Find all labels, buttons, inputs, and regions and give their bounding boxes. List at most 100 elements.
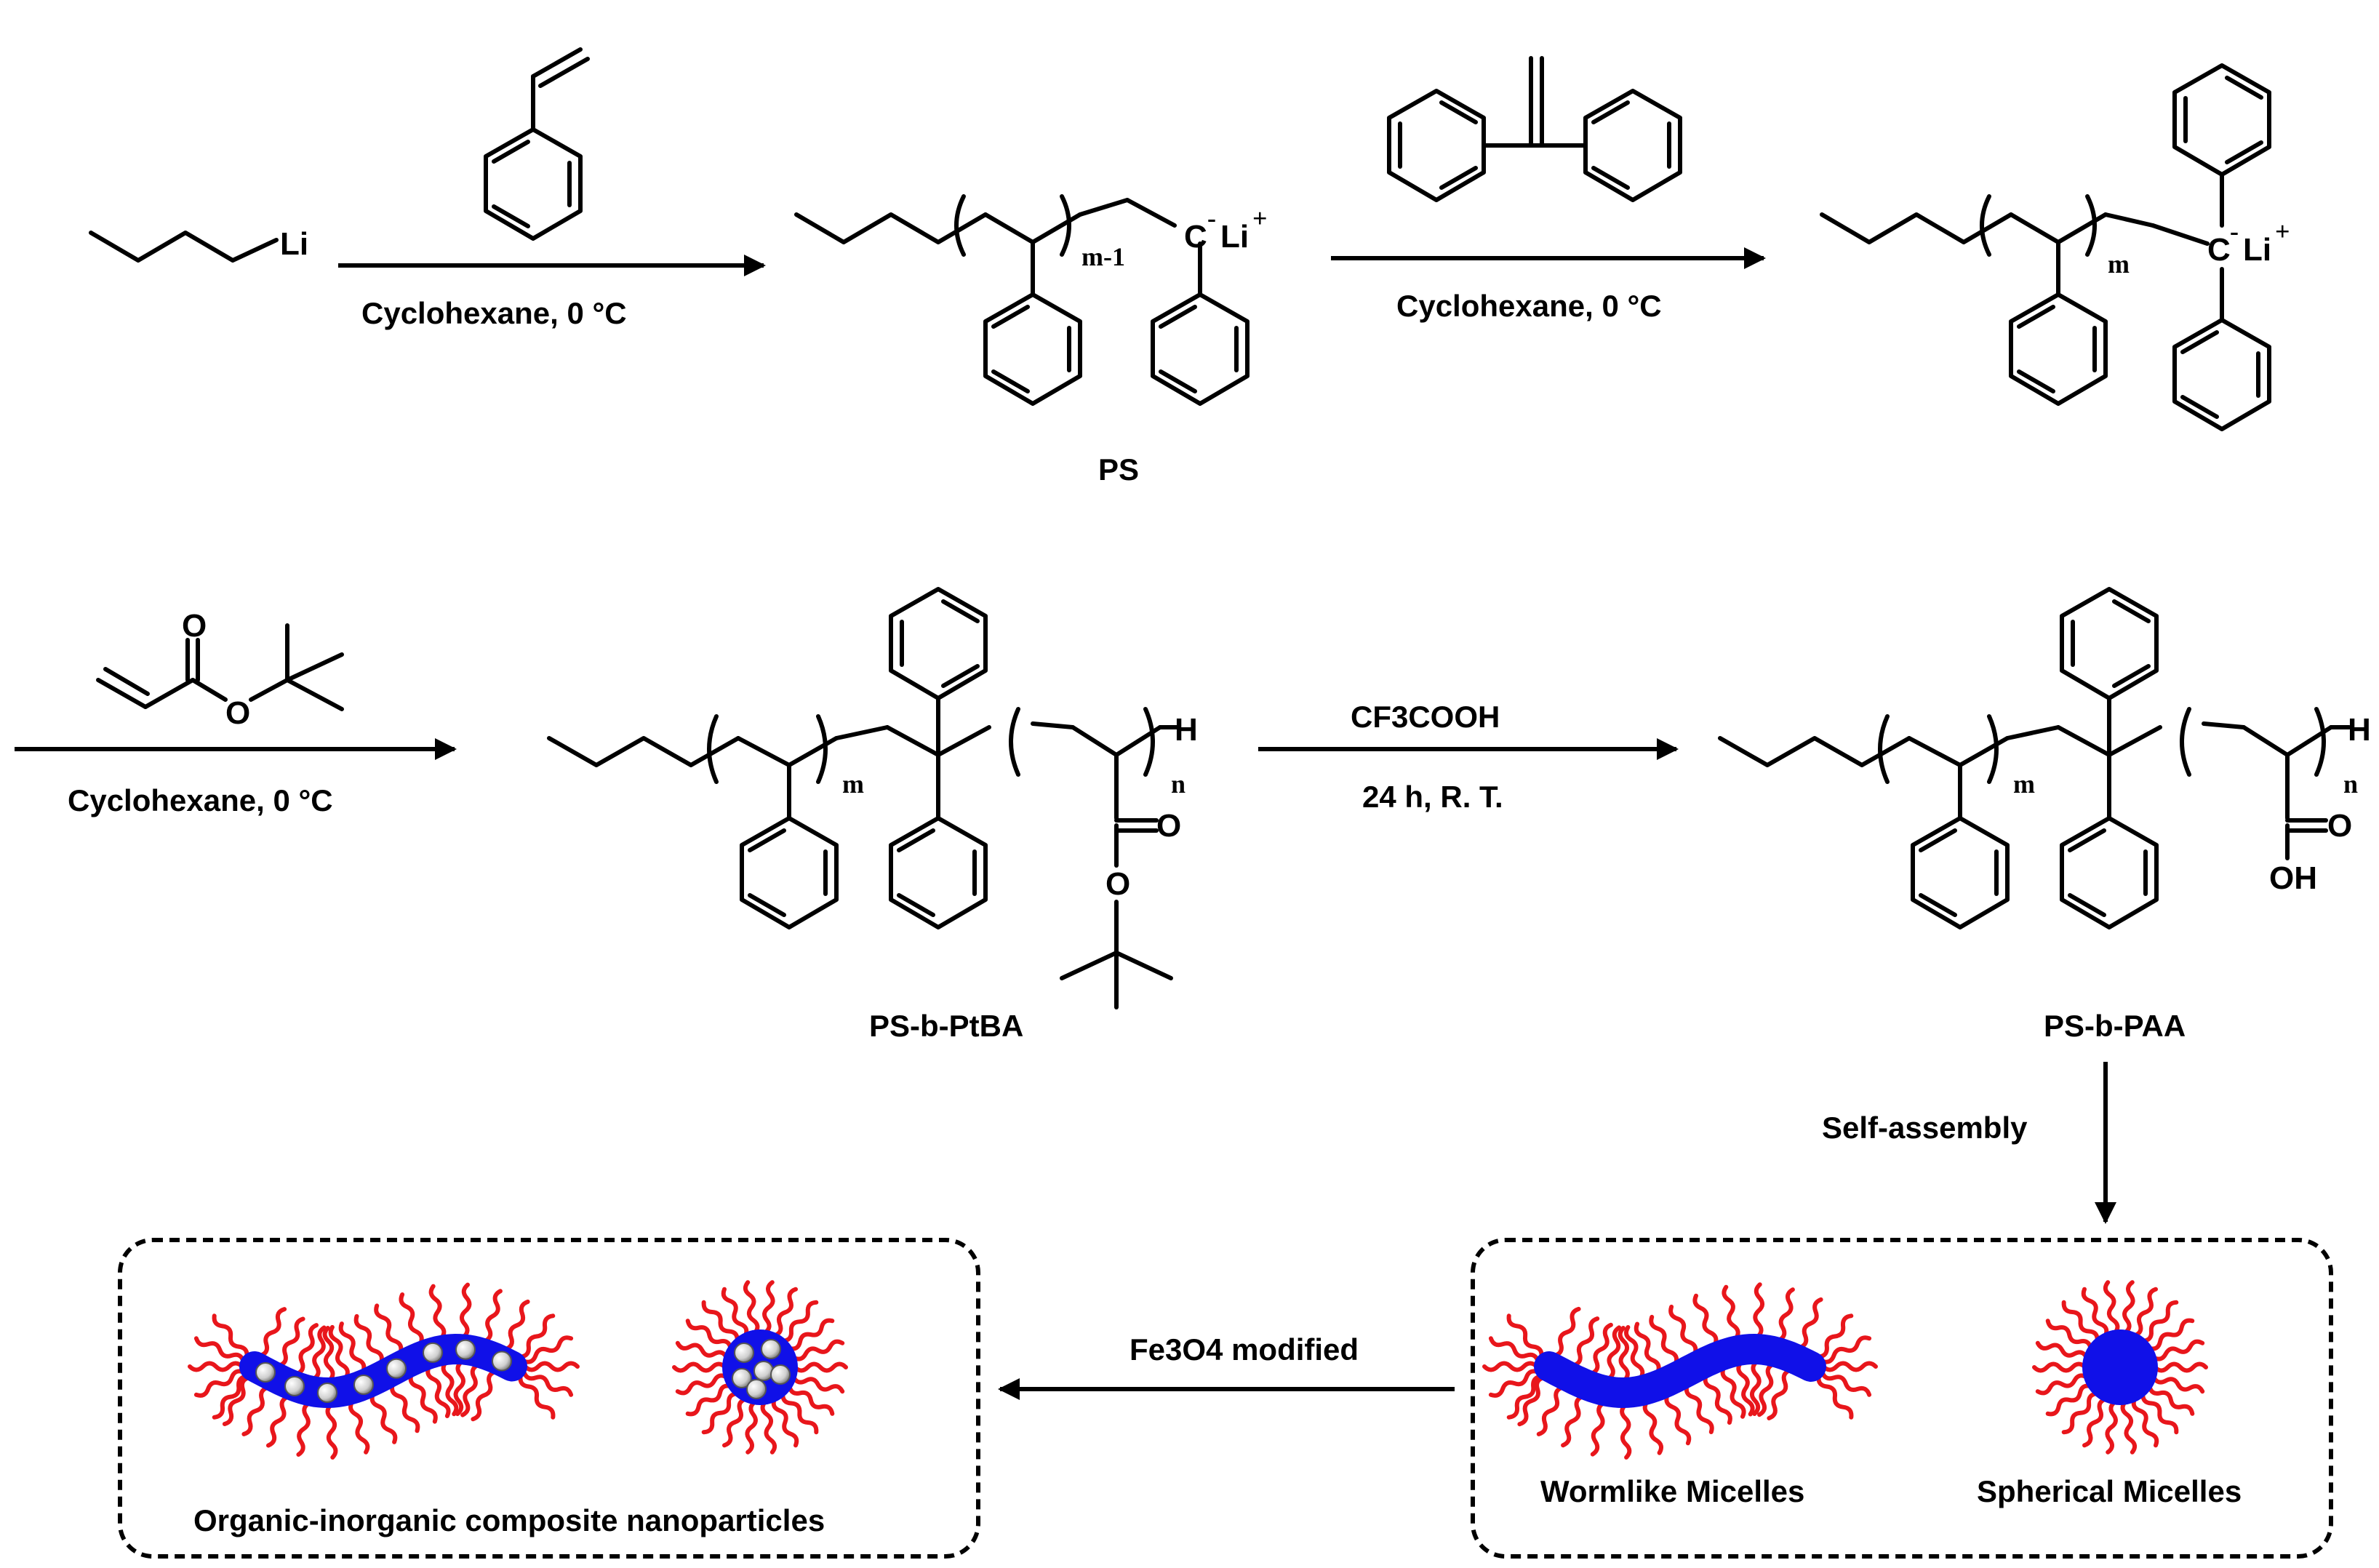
svg-text:-: - (1207, 204, 1216, 233)
fe3o4-particle (353, 1375, 374, 1396)
corona-chain (482, 1289, 503, 1344)
corona-chain (743, 1280, 760, 1335)
repeat-m-2: m (842, 769, 864, 799)
li-cation-label: Li (1220, 219, 1249, 255)
styrene-monomer (484, 47, 590, 241)
corona-chain (760, 1399, 777, 1455)
corona-chain (193, 1336, 246, 1364)
corona-chain (212, 1313, 249, 1359)
corona-chain (521, 1335, 574, 1364)
corona-chain (745, 1399, 758, 1455)
corona-chain (1571, 1316, 1600, 1368)
corona-chain (2120, 1399, 2138, 1455)
wormlike-micelles-label: Wormlike Micelles (1540, 1474, 1804, 1508)
corona-chain (2140, 1391, 2179, 1435)
corona-chain (1821, 1361, 1878, 1372)
dpe-capped-ps: C - Li + m (1820, 63, 2290, 431)
fe3o4-particle (761, 1339, 781, 1359)
step2-conditions: Cyclohexane, 0 °C (1396, 289, 1662, 323)
step3-conditions: Cyclohexane, 0 °C (68, 783, 333, 817)
corona-chain (518, 1313, 556, 1359)
corona-chain (1618, 1326, 1630, 1383)
corona-chain (2105, 1399, 2118, 1455)
corona-chain (1536, 1385, 1565, 1436)
corona-chain (2151, 1375, 2205, 1394)
fe3o4-particle (255, 1361, 276, 1383)
corona-chain (1820, 1335, 1872, 1364)
spherical-composite-nanoparticle (672, 1280, 848, 1455)
repeat-m: m (2108, 249, 2130, 279)
tert-butyl-acrylate: O O (96, 608, 344, 731)
corona-chain (787, 1318, 835, 1351)
corona-chain (2103, 1280, 2120, 1335)
corona-chain (1552, 1306, 1581, 1358)
corona-chain (399, 1292, 424, 1346)
corona-chain (2153, 1361, 2208, 1373)
corona-chain (1753, 1282, 1765, 1340)
corona-chain (2147, 1384, 2195, 1416)
fe3o4-label: Fe3O4 modified (1129, 1332, 1359, 1367)
corona-chain (257, 1307, 287, 1358)
corona-chain (348, 1399, 370, 1455)
carbanion-label-2: C (2207, 232, 2231, 268)
corona-chain (791, 1375, 845, 1394)
corona-chain (771, 1396, 799, 1448)
corona-chain (1757, 1361, 1775, 1417)
corona-chain (1642, 1399, 1664, 1455)
fe3o4-particle (284, 1375, 305, 1396)
corona-chain (460, 1282, 472, 1340)
corona-chain (1634, 1321, 1661, 1375)
corona-chain (2035, 1373, 2089, 1396)
paa-carbonyl-o: O (2327, 808, 2352, 844)
corona-chain (1668, 1304, 1698, 1356)
corona-chain (193, 1369, 246, 1398)
corona-chain (1649, 1314, 1679, 1366)
corona-chain (1623, 1325, 1645, 1380)
corona-chain (787, 1384, 835, 1416)
corona-chain (460, 1362, 481, 1417)
corona-chain (2122, 1280, 2135, 1335)
corona-chain (266, 1394, 290, 1448)
corona-chain (523, 1361, 580, 1372)
corona-chain (2032, 1361, 2087, 1373)
corona-chain (276, 1316, 305, 1368)
composite-box (118, 1238, 980, 1559)
wormlike-composite-nanoparticle (188, 1282, 580, 1460)
corona-chain (2151, 1339, 2205, 1361)
micelle-core (1534, 1333, 1826, 1409)
corona-chain (2045, 1383, 2093, 1417)
butyllithium: Li (89, 226, 308, 263)
corona-chain (2035, 1340, 2089, 1360)
repeat-n: n (1171, 769, 1185, 799)
corona-chain (353, 1313, 384, 1365)
corona-chain (1720, 1365, 1746, 1419)
li-cation-label-2: Li (2243, 232, 2271, 268)
li-label: Li (280, 226, 308, 262)
fe3o4-particle (492, 1351, 512, 1372)
corona-chain (1482, 1361, 1539, 1372)
carbonyl-o-label: O (182, 608, 207, 644)
corona-chain (2061, 1300, 2100, 1343)
corona-chain (1777, 1287, 1795, 1343)
ps-b-paa-structure: H n m O OH (1718, 587, 2371, 929)
corona-chain (1561, 1394, 1585, 1448)
corona-chain (722, 1396, 748, 1448)
corona-chain (1589, 1322, 1613, 1376)
corona-chain (1590, 1401, 1606, 1457)
corona-chain (685, 1383, 733, 1417)
fe3o4-particle (423, 1342, 443, 1363)
corona-chain (1736, 1360, 1755, 1417)
corona-chain (2045, 1319, 2093, 1351)
ester-o-label: O (225, 695, 250, 731)
fe3o4-particle (386, 1358, 407, 1379)
corona-chain (503, 1299, 530, 1352)
ps-label: PS (1098, 452, 1139, 487)
corona-chain (701, 1391, 740, 1435)
svg-text:-: - (2230, 217, 2239, 246)
spherical-micelles-label: Spherical Micelles (1977, 1474, 2242, 1508)
corona-chain (1664, 1393, 1692, 1446)
corona-chain (518, 1374, 556, 1420)
fe3o4-particle (734, 1343, 754, 1363)
corona-chain (188, 1361, 244, 1372)
